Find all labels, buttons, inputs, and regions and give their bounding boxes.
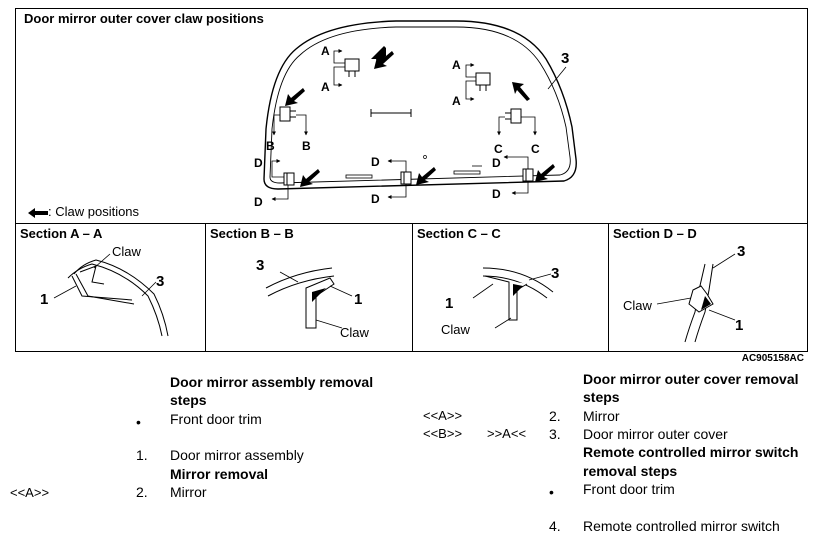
claw-clip-c xyxy=(505,108,522,124)
step-number: 3. xyxy=(549,426,561,442)
step-number: 1. xyxy=(136,447,148,463)
claw-position-arrows xyxy=(285,46,555,187)
figure-title: Door mirror outer cover claw positions xyxy=(24,11,264,26)
claw-clip-b xyxy=(279,106,296,122)
label-a: A xyxy=(321,80,330,94)
label-d: D xyxy=(254,156,263,170)
service-ref-b: <<B>> xyxy=(423,426,463,441)
claw-clip-d-left xyxy=(283,172,295,186)
step-door-mirror-outer-cover: Door mirror outer cover xyxy=(583,426,728,442)
label-d: D xyxy=(371,192,380,206)
section-b-b: Section B – B 3 1 Claw xyxy=(205,224,412,352)
step-number: 2. xyxy=(549,408,561,424)
step-front-door-trim: Front door trim xyxy=(583,481,675,497)
section-views: Section A – A Claw 1 3 Section B – B xyxy=(16,223,807,352)
section-d-d: Section D – D 3 Claw 1 xyxy=(608,224,807,352)
section-title: Section C – C xyxy=(417,226,501,241)
label-d: D xyxy=(492,156,501,170)
part-number-3: 3 xyxy=(561,50,569,67)
claw-label: Claw xyxy=(340,325,370,340)
label-a: A xyxy=(321,44,330,58)
label-b: B xyxy=(266,139,275,153)
claw-arrow-icon xyxy=(28,207,48,218)
claw-legend: : Claw positions xyxy=(28,204,139,219)
mirror-outer-line xyxy=(263,20,577,190)
step-number: 2. xyxy=(136,484,148,500)
right-heading-line1: Door mirror outer cover removal xyxy=(583,371,799,387)
part-number-1: 1 xyxy=(445,295,453,312)
label-a: A xyxy=(452,94,461,108)
section-title: Section A – A xyxy=(20,226,103,241)
label-c: C xyxy=(494,142,503,156)
label-d: D xyxy=(371,155,380,169)
right-heading-line2: steps xyxy=(583,389,620,405)
service-ref-a: <<A>> xyxy=(10,485,50,500)
section-title: Section D – D xyxy=(613,226,697,241)
step-mirror: Mirror xyxy=(583,408,620,424)
part-number-1: 1 xyxy=(40,291,48,308)
right-subheading-line2: removal steps xyxy=(583,463,678,479)
label-d: D xyxy=(254,195,263,209)
claw-clip-d-right xyxy=(522,168,534,182)
label-b: B xyxy=(302,139,311,153)
install-ref-a: >>A<< xyxy=(487,426,527,441)
bullet: • xyxy=(549,484,554,500)
claw-label: Claw xyxy=(623,298,653,313)
mirror-outline-drawing: A A A A B B C C D D D D D D 3 xyxy=(254,20,577,209)
claw-clip-d-mid xyxy=(400,171,412,185)
claw-clip-a-right xyxy=(475,72,491,91)
claw-label: Claw xyxy=(112,244,142,259)
part-number-1: 1 xyxy=(735,317,743,334)
part-number-3: 3 xyxy=(551,265,559,282)
part-number-3: 3 xyxy=(737,243,745,260)
part-number-3: 3 xyxy=(256,257,264,274)
part-number-1: 1 xyxy=(354,291,362,308)
left-heading-line2: steps xyxy=(170,392,207,408)
step-mirror: Mirror xyxy=(170,484,207,500)
section-c-c: Section C – C 1 3 Claw xyxy=(412,224,608,352)
step-number: 4. xyxy=(549,518,561,534)
service-ref-a: <<A>> xyxy=(423,408,463,423)
left-subheading: Mirror removal xyxy=(170,466,269,482)
figure-id: AC905158AC xyxy=(741,353,804,364)
label-d: D xyxy=(492,187,501,201)
mirror-inner-line xyxy=(269,26,571,184)
illustration-figure: Door mirror outer cover claw positions xyxy=(15,8,808,352)
part-number-3: 3 xyxy=(156,273,164,290)
label-c: C xyxy=(531,142,540,156)
section-title: Section B – B xyxy=(210,226,294,241)
claw-clip-a-top xyxy=(344,58,360,77)
step-door-mirror-assembly: Door mirror assembly xyxy=(170,447,304,463)
claw-label: Claw xyxy=(441,322,471,337)
left-heading-line1: Door mirror assembly removal xyxy=(170,374,374,390)
right-subheading-line1: Remote controlled mirror switch xyxy=(583,444,799,460)
step-front-door-trim: Front door trim xyxy=(170,411,262,427)
step-remote-mirror-switch: Remote controlled mirror switch xyxy=(583,518,780,534)
label-a: A xyxy=(452,58,461,72)
section-a-a: Section A – A Claw 1 3 xyxy=(16,224,205,352)
bullet: • xyxy=(136,414,141,430)
legend-text: : Claw positions xyxy=(48,204,140,219)
